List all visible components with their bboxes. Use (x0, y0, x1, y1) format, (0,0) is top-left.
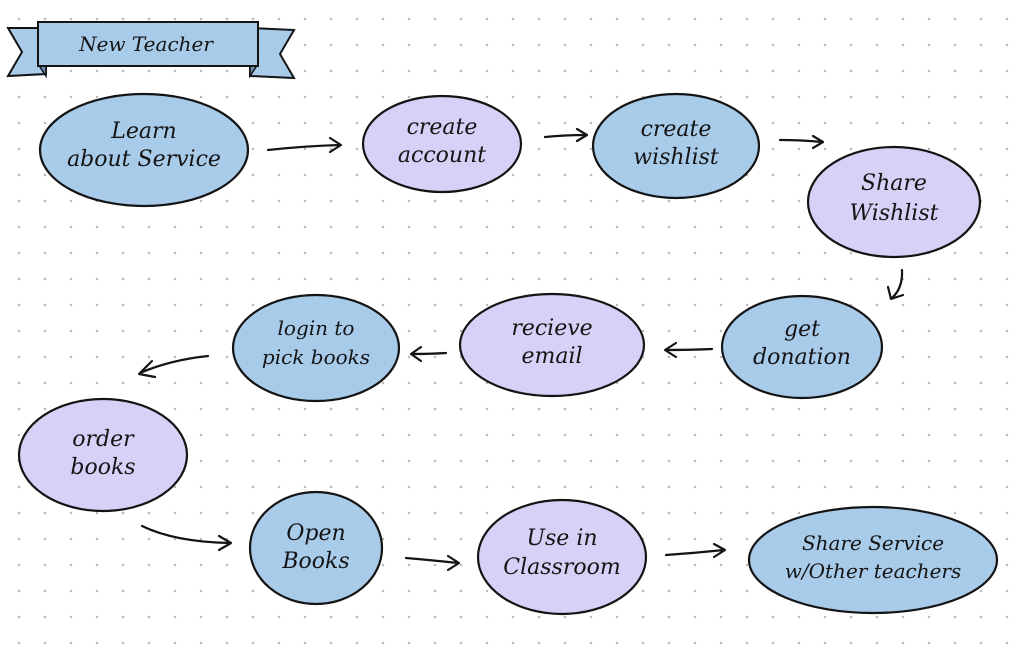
node-label-line: Learn (110, 119, 176, 144)
edge-open-books-to-use-classroom (404, 554, 461, 572)
edge-login-to-order-books (137, 354, 210, 379)
node-label-line: create (641, 117, 712, 142)
node-label-line: get (784, 317, 820, 342)
node-recieve-email: recieve email (458, 292, 646, 398)
banner-title: New Teacher (78, 32, 214, 56)
edges (137, 127, 905, 572)
node-label-line: Share Service (802, 531, 944, 555)
node-label-line: create (407, 115, 478, 140)
node-label-line: about Service (67, 147, 221, 172)
edge-order-books-to-open-books (140, 524, 233, 552)
node-login-to-pick-books: login to pick books (231, 293, 401, 403)
title-banner: New Teacher (6, 21, 296, 80)
node-share-service: Share Service w/Other teachers (747, 505, 999, 615)
edge-get-donation-to-recieve-email (663, 341, 714, 359)
node-label-line: Books (281, 549, 349, 574)
node-order-books: order books (17, 397, 189, 513)
node-label-line: Use in (526, 526, 597, 551)
node-share-wishlist: Share Wishlist (806, 145, 982, 259)
edge-share-wishlist-to-get-donation (886, 268, 905, 301)
node-get-donation: get donation (720, 294, 884, 400)
node-label-line: Wishlist (850, 201, 939, 226)
node-create-wishlist: create wishlist (591, 92, 761, 200)
banner-body (37, 21, 259, 67)
node-label-line: Classroom (503, 555, 620, 580)
edge-recieve-email-to-login (409, 345, 448, 363)
edge-create-account-to-create-wishlist (543, 127, 589, 143)
node-label-line: pick books (262, 345, 370, 369)
node-label-line: w/Other teachers (785, 559, 961, 583)
edge-use-classroom-to-share-service (664, 542, 727, 559)
node-learn-about-service: Learn about Service (38, 92, 250, 208)
node-label-line: email (521, 344, 582, 369)
node-open-books: Open Books (248, 490, 384, 606)
edge-learn-to-create-account (266, 136, 343, 154)
node-label-line: Open (286, 521, 345, 546)
node-label-line: donation (753, 345, 851, 370)
node-create-account: create account (361, 94, 523, 194)
node-label-line: order (72, 427, 135, 452)
node-label-line: login to (278, 316, 355, 340)
edge-create-wishlist-to-share-wishlist (778, 134, 825, 150)
node-label-line: books (70, 455, 135, 480)
node-label-line: Share (861, 171, 927, 196)
node-label-line: account (398, 143, 486, 168)
node-label-line: wishlist (633, 145, 719, 170)
nodes: Learn about Service create account creat… (17, 92, 999, 616)
node-use-in-classroom: Use in Classroom (476, 498, 648, 616)
node-label-line: recieve (511, 316, 592, 341)
